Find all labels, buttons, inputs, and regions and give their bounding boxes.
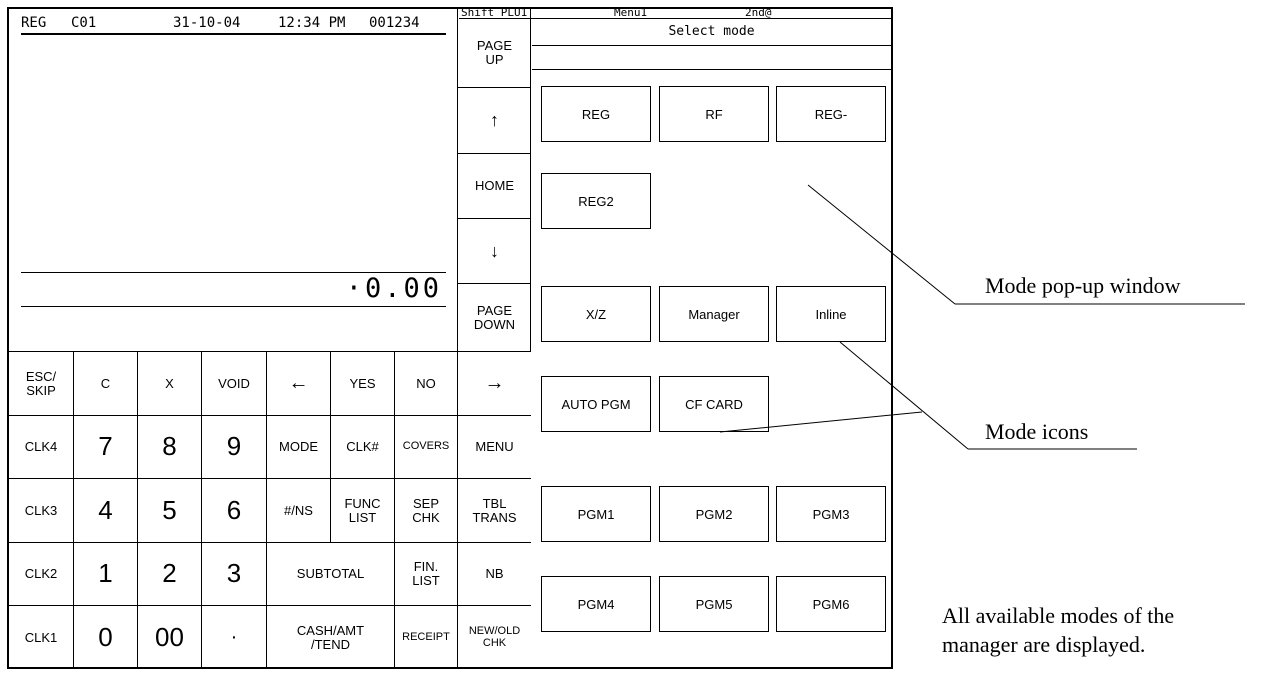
fin-list-key[interactable]: FIN. LIST (395, 543, 458, 606)
tbl-trans-key[interactable]: TBL TRANS (458, 479, 531, 543)
mode-pgm3-button[interactable]: PGM3 (776, 486, 886, 542)
left-arrow-key[interactable]: ← (267, 352, 331, 416)
mode-reg2-button[interactable]: REG2 (541, 173, 651, 229)
mode-icons-label: Mode icons (985, 419, 1089, 444)
digit-4-key[interactable]: 4 (74, 479, 138, 543)
nav-column (458, 9, 531, 352)
clk3-key[interactable]: CLK3 (9, 479, 74, 543)
popup-divider (532, 69, 891, 70)
mode-reg-button[interactable]: REG (541, 86, 651, 142)
popup-title-bar: Select mode (532, 19, 891, 46)
digit-5-key[interactable]: 5 (138, 479, 202, 543)
covers-key[interactable]: COVERS (395, 416, 458, 479)
subtotal-line: ·0.00 (21, 272, 446, 307)
mode-cf-card-button[interactable]: CF CARD (659, 376, 769, 432)
date-display: 31-10-04 (173, 15, 241, 31)
mode-pgm5-button[interactable]: PGM5 (659, 576, 769, 632)
mode-rf-button[interactable]: RF (659, 86, 769, 142)
no-sale-key[interactable]: #/NS (267, 479, 331, 543)
keypad: ESC/ SKIP C X VOID ← YES NO → CLK4 7 8 9… (9, 352, 532, 669)
menu-indicator: Menu1 (614, 9, 648, 19)
clerk-indicator: C01 (71, 15, 97, 31)
total-amount: ·0.00 (345, 273, 442, 304)
clk2-key[interactable]: CLK2 (9, 543, 74, 606)
mode-pgm6-button[interactable]: PGM6 (776, 576, 886, 632)
note-line-2: manager are displayed. (942, 632, 1146, 657)
note-line-1: All available modes of the (942, 603, 1175, 628)
decimal-point-key[interactable]: · (202, 606, 267, 669)
clk4-key[interactable]: CLK4 (9, 416, 74, 479)
mode-xz-button[interactable]: X/Z (541, 286, 651, 342)
sep-chk-key[interactable]: SEP CHK (395, 479, 458, 543)
clk1-key[interactable]: CLK1 (9, 606, 74, 669)
void-key[interactable]: VOID (202, 352, 267, 416)
receipt-key[interactable]: RECEIPT (395, 606, 458, 669)
digit-3-key[interactable]: 3 (202, 543, 267, 606)
digit-1-key[interactable]: 1 (74, 543, 138, 606)
menu-key[interactable]: MENU (458, 416, 531, 479)
new-old-chk-key[interactable]: NEW/OLD CHK (468, 624, 521, 649)
digit-8-key[interactable]: 8 (138, 416, 202, 479)
digit-6-key[interactable]: 6 (202, 479, 267, 543)
nb-key[interactable]: NB (458, 543, 531, 606)
digit-2-key[interactable]: 2 (138, 543, 202, 606)
cash-amt-tend-key[interactable]: CASH/AMT /TEND (267, 606, 395, 669)
digit-7-key[interactable]: 7 (74, 416, 138, 479)
consecutive-number: 001234 (369, 15, 420, 31)
mode-reg-minus-button[interactable]: REG- (776, 86, 886, 142)
clear-key[interactable]: C (74, 352, 138, 416)
home-button[interactable]: HOME (458, 154, 531, 219)
digit-0-key[interactable]: 0 (74, 606, 138, 669)
page-down-button[interactable]: PAGE DOWN (473, 302, 516, 332)
mode-pgm4-button[interactable]: PGM4 (541, 576, 651, 632)
up-arrow-button[interactable]: ↑ (458, 88, 531, 154)
mode-pgm2-button[interactable]: PGM2 (659, 486, 769, 542)
digit-9-key[interactable]: 9 (202, 416, 267, 479)
right-arrow-key[interactable]: → (458, 352, 531, 416)
down-arrow-button[interactable]: ↓ (458, 219, 531, 284)
esc-skip-key[interactable]: ESC/ SKIP (9, 352, 74, 416)
func-list-key[interactable]: FUNC LIST (331, 479, 395, 543)
mode-pgm1-button[interactable]: PGM1 (541, 486, 651, 542)
terminal-screen: REG C01 31-10-04 12:34 PM 001234 ·0.00 P… (7, 7, 893, 669)
mode-auto-pgm-button[interactable]: AUTO PGM (541, 376, 651, 432)
time-display: 12:34 PM (278, 15, 346, 31)
page-up-button[interactable]: PAGE UP (458, 9, 531, 88)
multiply-key[interactable]: X (138, 352, 202, 416)
mode-manager-button[interactable]: Manager (659, 286, 769, 342)
shift-plu-indicator: Shift PLU1 (461, 9, 528, 19)
mode-popup-window: Shift PLU1 Menu1 2nd@ Select mode REG RF… (459, 9, 891, 667)
yes-key[interactable]: YES (331, 352, 395, 416)
second-function-indicator: 2nd@ (745, 9, 772, 19)
clerk-number-key[interactable]: CLK# (331, 416, 395, 479)
transaction-display: REG C01 31-10-04 12:34 PM 001234 ·0.00 (9, 9, 458, 352)
mode-inline-button[interactable]: Inline (776, 286, 886, 342)
mode-indicator: REG (21, 15, 47, 31)
double-zero-key[interactable]: 00 (138, 606, 202, 669)
popup-status-bar: Shift PLU1 Menu1 2nd@ (459, 9, 891, 19)
popup-window-label: Mode pop-up window (985, 273, 1181, 298)
mode-key[interactable]: MODE (267, 416, 331, 479)
subtotal-key[interactable]: SUBTOTAL (267, 543, 395, 606)
display-header: REG C01 31-10-04 12:34 PM 001234 (21, 13, 446, 35)
no-key[interactable]: NO (395, 352, 458, 416)
popup-title: Select mode (668, 24, 755, 39)
